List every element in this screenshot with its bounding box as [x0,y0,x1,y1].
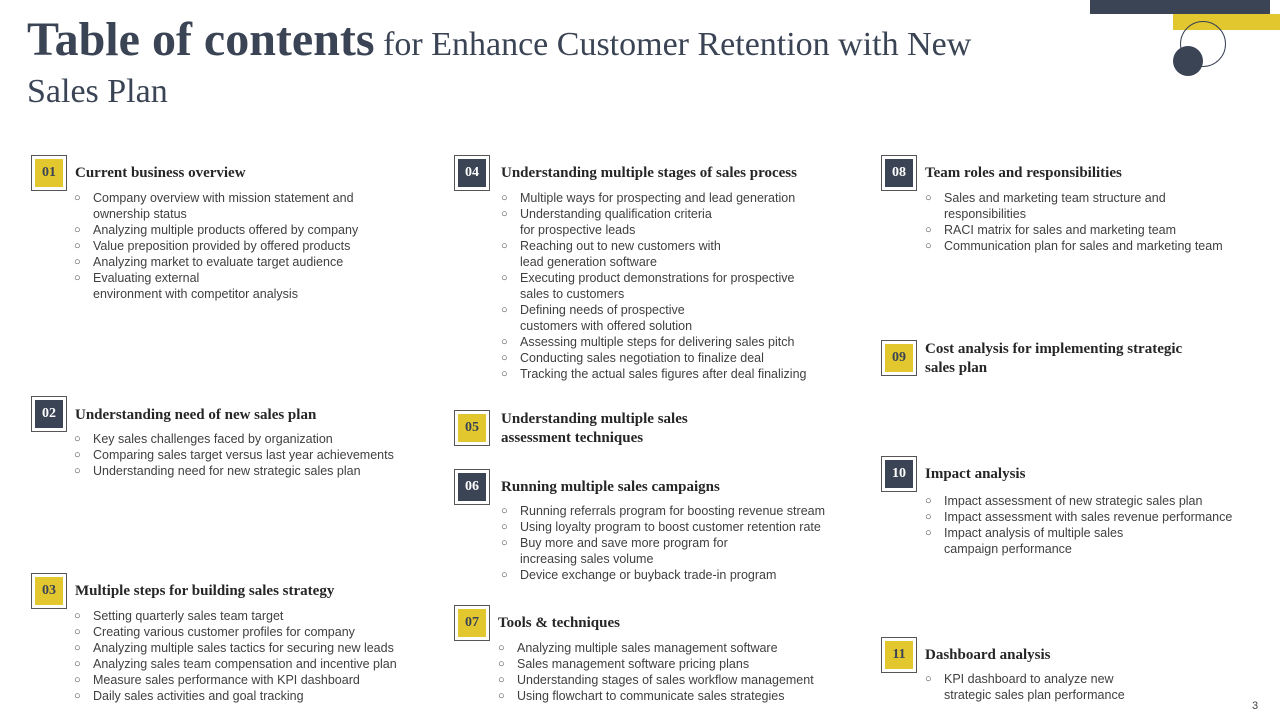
list-item: Analyzing multiple sales management soft… [498,640,878,656]
section-number-badge: 11 [881,637,917,673]
list-item: RACI matrix for sales and marketing team [925,222,1280,238]
list-item: Analyzing multiple products offered by c… [74,222,454,238]
section-number-badge: 01 [31,155,67,191]
list-item: Value preposition provided by offered pr… [74,238,454,254]
list-item: Conducting sales negotiation to finalize… [501,350,881,366]
section-number-badge: 05 [454,410,490,446]
section-title: Team roles and responsibilities [925,165,1122,181]
section-number: 07 [458,609,486,637]
page-title: Table of contents for Enhance Customer R… [27,16,1027,115]
page-number: 3 [1252,700,1259,712]
list-item: Creating various customer profiles for c… [74,624,454,640]
section-title: Cost analysis for implementing strategic… [925,341,1183,376]
decorative-dark-bar [1090,0,1270,14]
list-item: Assessing multiple steps for delivering … [501,334,881,350]
title-bold: Table of contents [27,13,375,66]
section-number: 04 [458,159,486,187]
section-number: 01 [35,159,63,187]
section-items: Company overview with mission statement … [74,190,454,302]
list-item: Daily sales activities and goal tracking [74,688,454,704]
section-items: Sales and marketing team structure and r… [925,190,1280,254]
list-item: Sales management software pricing plans [498,656,878,672]
section-items: Multiple ways for prospecting and lead g… [501,190,881,382]
section-number-badge: 10 [881,456,917,492]
list-item: Evaluating external environment with com… [74,270,454,302]
section-number: 11 [885,641,913,669]
list-item: Defining needs of prospective customers … [501,302,881,334]
section-items: Running referrals program for boosting r… [501,503,881,583]
section-title: Current business overview [75,165,246,181]
list-item: Understanding stages of sales workflow m… [498,672,878,688]
list-item: Comparing sales target versus last year … [74,447,454,463]
section-number: 05 [458,414,486,442]
section-number: 09 [885,344,913,372]
title-rest: for Enhance Customer Retention with New … [27,26,972,110]
list-item: Understanding qualification criteria for… [501,206,881,238]
section-number-badge: 06 [454,469,490,505]
list-item: Reaching out to new customers with lead … [501,238,881,270]
section-title: Understanding multiple stages of sales p… [501,165,797,181]
list-item: KPI dashboard to analyze new strategic s… [925,671,1280,703]
list-item: Company overview with mission statement … [74,190,454,222]
list-item: Impact analysis of multiple sales campai… [925,525,1280,557]
section-number: 06 [458,473,486,501]
section-title: Tools & techniques [498,615,620,631]
list-item: Communication plan for sales and marketi… [925,238,1280,254]
list-item: Running referrals program for boosting r… [501,503,881,519]
section-items: Key sales challenges faced by organizati… [74,431,454,479]
list-item: Device exchange or buyback trade-in prog… [501,567,881,583]
section-items: Setting quarterly sales team target Crea… [74,608,454,704]
section-title: Understanding need of new sales plan [75,407,317,423]
section-number: 10 [885,460,913,488]
list-item: Setting quarterly sales team target [74,608,454,624]
list-item: Analyzing market to evaluate target audi… [74,254,454,270]
list-item: Multiple ways for prospecting and lead g… [501,190,881,206]
section-number-badge: 02 [31,396,67,432]
decorative-outline-circle [1180,21,1226,67]
section-items: Impact assessment of new strategic sales… [925,493,1280,557]
section-number-badge: 09 [881,340,917,376]
section-title: Dashboard analysis [925,647,1051,663]
list-item: Executing product demonstrations for pro… [501,270,881,302]
section-number-badge: 08 [881,155,917,191]
list-item: Sales and marketing team structure and r… [925,190,1280,222]
list-item: Analyzing sales team compensation and in… [74,656,454,672]
list-item: Buy more and save more program for incre… [501,535,881,567]
list-item: Using flowchart to communicate sales str… [498,688,878,704]
section-number-badge: 07 [454,605,490,641]
section-number-badge: 04 [454,155,490,191]
list-item: Impact assessment with sales revenue per… [925,509,1280,525]
section-items: KPI dashboard to analyze new strategic s… [925,671,1280,703]
list-item: Analyzing multiple sales tactics for sec… [74,640,454,656]
section-title: Understanding multiple sales assessment … [501,411,688,446]
section-number: 03 [35,577,63,605]
list-item: Tracking the actual sales figures after … [501,366,881,382]
section-title: Running multiple sales campaigns [501,479,720,495]
decorative-filled-circle [1173,46,1203,76]
section-number: 02 [35,400,63,428]
section-title: Impact analysis [925,466,1026,482]
section-items: Analyzing multiple sales management soft… [498,640,878,704]
list-item: Measure sales performance with KPI dashb… [74,672,454,688]
section-title: Multiple steps for building sales strate… [75,583,335,599]
section-number: 08 [885,159,913,187]
list-item: Impact assessment of new strategic sales… [925,493,1280,509]
list-item: Using loyalty program to boost customer … [501,519,881,535]
list-item: Understanding need for new strategic sal… [74,463,454,479]
list-item: Key sales challenges faced by organizati… [74,431,454,447]
section-number-badge: 03 [31,573,67,609]
